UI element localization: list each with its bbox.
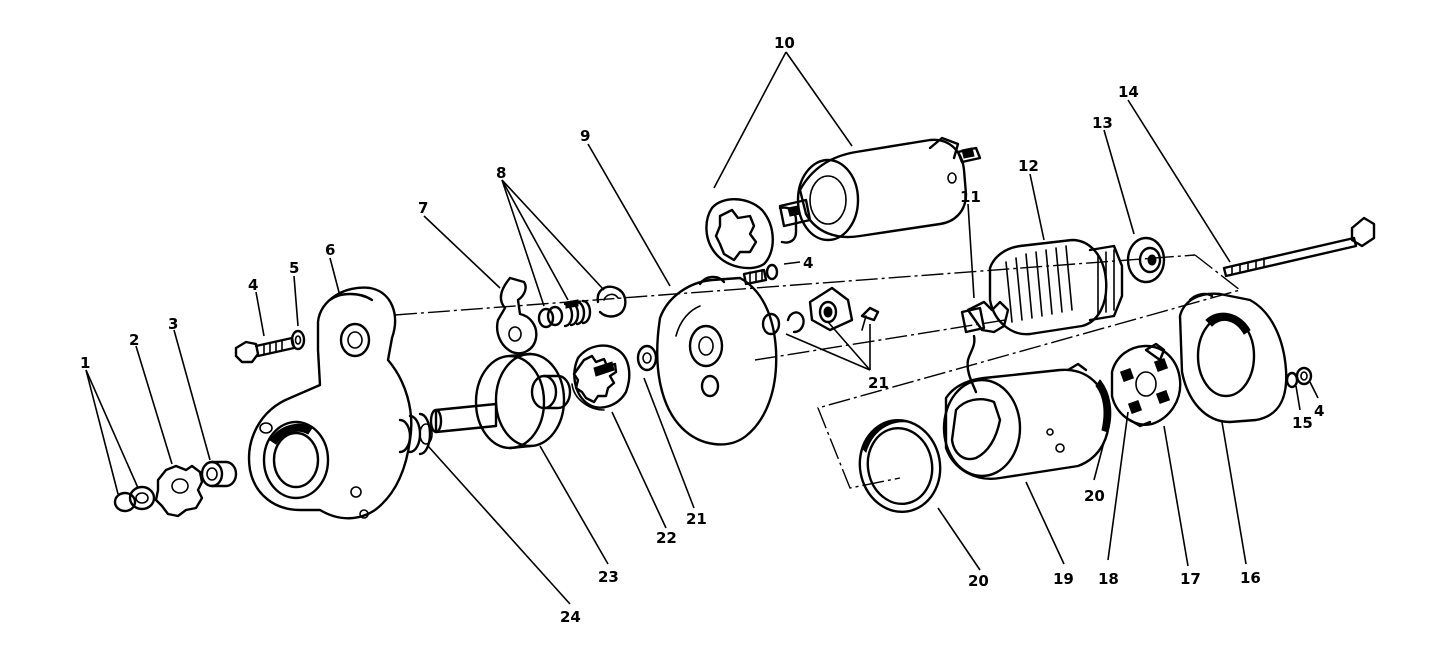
callout-3: 3 <box>168 315 178 333</box>
part-11-12-armature <box>960 238 1124 394</box>
part-13-bearing <box>1126 236 1166 284</box>
part-16-end-housing <box>1178 292 1288 424</box>
callout-18: 18 <box>1098 570 1119 588</box>
part-9-intermediate-plate <box>656 275 778 446</box>
part-21-washer-center <box>636 344 658 372</box>
callout-8: 8 <box>496 164 506 182</box>
part-17-18-brush-holder <box>1110 342 1182 428</box>
part-21-seal-gasket <box>761 286 880 336</box>
callout-12: 12 <box>1018 157 1039 175</box>
callout-20-ring: 20 <box>968 572 989 590</box>
callout-6: 6 <box>325 241 335 259</box>
part-1-circlip-washer <box>113 485 156 513</box>
callout-9: 9 <box>580 127 590 145</box>
callout-13: 13 <box>1092 114 1113 132</box>
callout-labels: 1 2 3 4 5 6 7 8 9 10 4 11 12 13 14 21 15… <box>80 34 1324 626</box>
part-6-drive-end-housing <box>247 286 432 520</box>
callout-17: 17 <box>1180 570 1201 588</box>
part-10-solenoid <box>705 136 982 270</box>
part-4-bolt-middle <box>742 263 779 286</box>
callout-24: 24 <box>560 608 581 626</box>
part-22-pinion-gear <box>571 344 631 411</box>
callout-7: 7 <box>418 199 428 217</box>
callout-2: 2 <box>129 331 139 349</box>
callout-21-lower: 21 <box>686 510 707 528</box>
callout-4-middle: 4 <box>803 254 813 272</box>
callout-20-yoke: 20 <box>1084 487 1105 505</box>
assembly-axis-lines <box>394 254 1242 489</box>
part-8-springs-clip <box>537 285 627 329</box>
callout-21-upper: 21 <box>868 374 889 392</box>
part-2-drive-gear <box>154 464 204 518</box>
callout-1: 1 <box>80 354 90 372</box>
callout-10: 10 <box>774 34 795 52</box>
callout-4-right: 4 <box>1314 402 1324 420</box>
callout-23: 23 <box>598 568 619 586</box>
part-4-bolt-left <box>234 336 296 364</box>
callout-4-left: 4 <box>248 276 258 294</box>
callout-11: 11 <box>960 188 981 206</box>
callout-16: 16 <box>1240 569 1261 587</box>
leader-lines <box>85 51 1319 605</box>
part-15-4-screw-washer <box>1285 366 1313 389</box>
part-7-shift-lever <box>496 276 538 355</box>
callout-15: 15 <box>1292 414 1313 432</box>
part-23-drive-shaft <box>429 352 572 450</box>
part-24-seal <box>419 423 433 445</box>
part-14-through-bolt <box>1222 216 1376 278</box>
part-3-bushing <box>200 460 238 488</box>
callout-19: 19 <box>1053 570 1074 588</box>
callout-14: 14 <box>1118 83 1139 101</box>
callout-22: 22 <box>656 529 677 547</box>
part-5-washer <box>290 329 306 351</box>
part-19-yoke <box>942 362 1112 480</box>
callout-5: 5 <box>289 259 299 277</box>
part-20-seal-ring <box>858 418 942 514</box>
